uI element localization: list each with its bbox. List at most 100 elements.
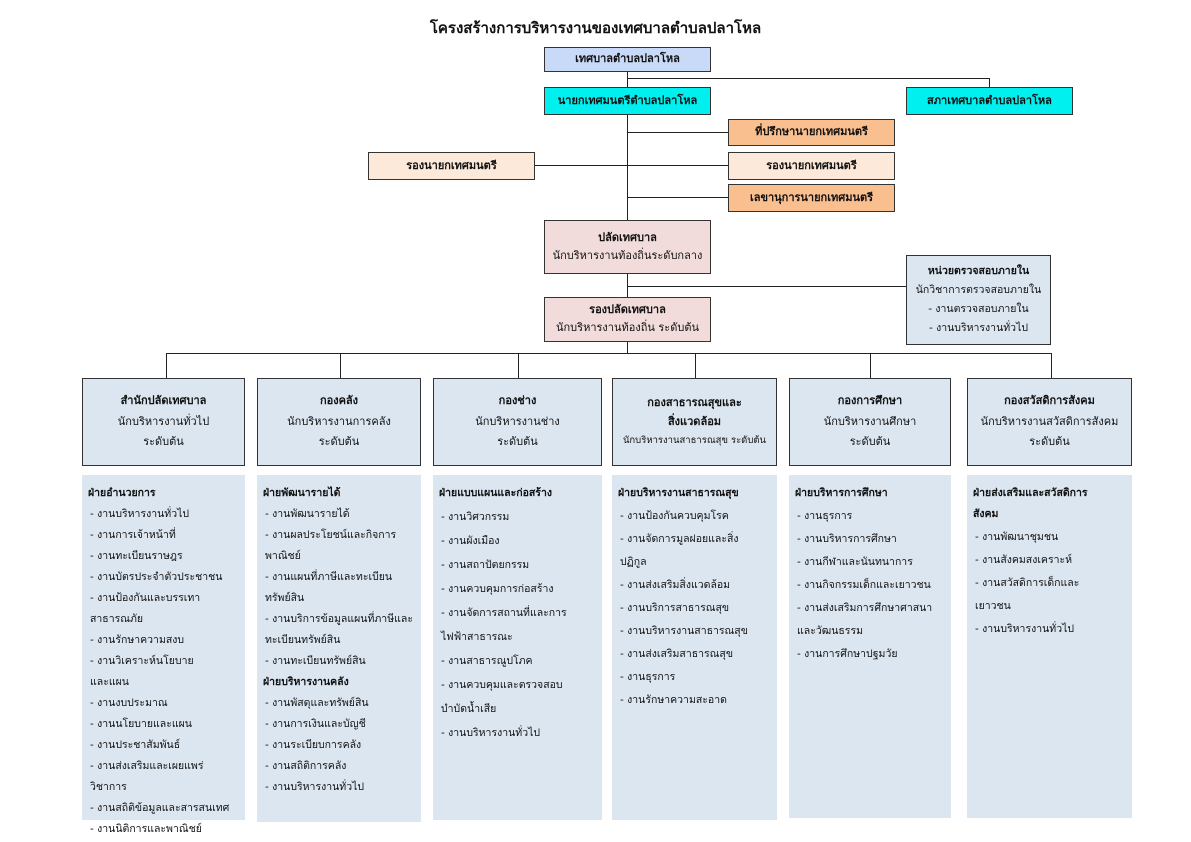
list-item: - งานกิจกรรมเด็กและเยาวชน: [797, 579, 931, 591]
connector-line: [989, 78, 990, 87]
list-item: - งานส่งเสริมสาธารณสุข: [620, 648, 733, 660]
list-item: บำบัดน้ำเสีย: [441, 703, 497, 715]
list-item: - งานรักษาความสงบ: [90, 634, 185, 646]
advisor-label: ที่ปรึกษานายกเทศมนตรี: [755, 125, 868, 139]
list-item: - งานบริหารงานทั่วไป: [441, 727, 541, 739]
section-heading-continued: สังคม: [973, 508, 999, 520]
list-item: - งานพัฒนารายได้: [265, 508, 350, 520]
division-name: กองช่าง: [498, 393, 537, 407]
secretary-box: เลขานุการนายกเทศมนตรี: [728, 184, 895, 212]
municipality-label: เทศบาลตำบลปลาโหล: [575, 52, 680, 66]
connector-line: [695, 353, 696, 378]
connector-line: [166, 353, 1052, 354]
section-heading: ฝ่ายบริหารงานคลัง: [263, 676, 349, 688]
division-position: นักบริหารงานศึกษา: [823, 414, 917, 428]
list-item: - งานการเงินและบัญชี: [265, 718, 366, 730]
division-level: ระดับต้น: [497, 435, 538, 449]
division-box-finance: กองคลัง นักบริหารงานการคลัง ระดับต้น: [257, 378, 421, 466]
connector-line: [518, 353, 519, 378]
audit-item: - งานตรวจสอบภายใน: [928, 302, 1029, 315]
advisor-box: ที่ปรึกษานายกเทศมนตรี: [728, 119, 895, 146]
division-level: ระดับต้น: [849, 435, 891, 449]
list-item: ทรัพย์สิน: [265, 592, 305, 604]
section-heading: ฝ่ายบริหารงานสาธารณสุข: [618, 487, 739, 499]
list-item: - งานควบคุมการก่อสร้าง: [441, 583, 554, 595]
list-item: - งานกีฬาและนันทนาการ: [797, 556, 913, 568]
connector-line: [166, 353, 167, 378]
division-name: กองการศึกษา: [837, 393, 903, 407]
deputy-mayor-right-box: รองนายกเทศมนตรี: [728, 152, 895, 180]
list-item: - งานส่งเสริมและเผยแพร่วิชาการ: [90, 760, 204, 793]
list-item: - งานประชาสัมพันธ์: [90, 739, 181, 751]
clerk-box: ปลัดเทศบาล นักบริหารงานท้องถิ่นระดับกลาง: [544, 220, 711, 274]
deputy-clerk-box: รองปลัดเทศบาล นักบริหารงานท้องถิ่น ระดับ…: [544, 297, 711, 342]
division-list-health: ฝ่ายบริหารงานสาธารณสุข - งานป้องกันควบคุ…: [612, 475, 777, 820]
list-item: - งานสวัสดิการเด็กและ: [975, 577, 1080, 589]
list-item: - งานบัตรประจำตัวประชาชน: [90, 571, 223, 583]
section-heading: ฝ่ายพัฒนารายได้: [263, 487, 341, 499]
division-position: นักบริหารงานการคลัง: [287, 414, 391, 428]
section-heading: ฝ่ายแบบแผนและก่อสร้าง: [439, 487, 552, 499]
list-item: - งานป้องกันควบคุมโรค: [620, 510, 729, 522]
connector-line: [535, 165, 728, 166]
deputy-clerk-subtitle: นักบริหารงานท้องถิ่น ระดับต้น: [556, 321, 699, 334]
list-item: ไฟฟ้าสาธารณะ: [441, 631, 513, 643]
list-item: - งานบริการข้อมูลแผนที่ภาษีและ: [265, 613, 413, 625]
division-name-line2: สิ่งแวดล้อม: [667, 414, 722, 428]
list-item: - งานวิเคราะห์นโยบาย: [90, 655, 194, 667]
list-item: - งานบริหารงานสาธารณสุข: [620, 625, 748, 637]
list-item: - งานนิติการและพาณิชย์: [90, 823, 202, 835]
list-item: - งานบริหารงานทั่วไป: [90, 508, 190, 520]
list-item: - งานแผนที่ภาษีและทะเบียน: [265, 571, 393, 583]
mayor-label: นายกเทศมนตรีตำบลปลาโหล: [557, 93, 698, 107]
division-position: นักบริหารงานช่าง: [475, 414, 560, 428]
list-item: - งานสถิติการคลัง: [265, 760, 347, 772]
division-position: นักบริหารงานสาธารณสุข ระดับต้น: [622, 435, 767, 447]
deputy-mayor-left-box: รองนายกเทศมนตรี: [368, 152, 535, 180]
list-item: - งานส่งเสริมสิ่งแวดล้อม: [620, 579, 731, 591]
division-name: สำนักปลัดเทศบาล: [120, 393, 207, 407]
list-item: - งานผังเมือง: [441, 535, 500, 547]
division-level: ระดับต้น: [318, 435, 360, 449]
connector-line: [627, 286, 906, 287]
list-item: - งานสถาปัตยกรรม: [441, 559, 530, 571]
list-item: - งานผลประโยชน์และกิจการ: [265, 529, 397, 541]
list-item: - งานสถิติข้อมูลและสารสนเทศ: [90, 802, 230, 814]
council-box: สภาเทศบาลตำบลปลาโหล: [906, 87, 1073, 115]
connector-line: [627, 115, 628, 220]
audit-subtitle: นักวิชาการตรวจสอบภายใน: [915, 283, 1042, 296]
list-item: - งานสาธารณูปโภค: [441, 655, 533, 667]
list-item: พาณิชย์: [265, 550, 301, 562]
municipality-box: เทศบาลตำบลปลาโหล: [544, 47, 711, 72]
connector-line: [627, 342, 628, 354]
list-item: - งานบริหารการศึกษา: [797, 533, 897, 545]
list-item: เยาวชน: [975, 600, 1011, 612]
list-item: ทะเบียนทรัพย์สิน: [265, 634, 341, 646]
list-item: - งานรักษาความสะอาด: [620, 694, 727, 706]
list-item: - งานสังคมสงเคราะห์: [975, 554, 1073, 566]
list-item: และวัฒนธรรม: [797, 625, 864, 637]
division-level: ระดับต้น: [143, 435, 184, 449]
connector-line: [870, 353, 871, 378]
connector-line: [627, 132, 728, 133]
section-heading: ฝ่ายอำนวยการ: [88, 487, 156, 499]
list-item: - งานป้องกันและบรรเทา: [90, 592, 201, 604]
list-item: - งานบริหารงานทั่วไป: [975, 623, 1075, 635]
list-item: - งานควบคุมและตรวจสอบ: [441, 679, 563, 691]
section-heading: ฝ่ายบริหารการศึกษา: [795, 487, 888, 499]
list-item: - งานงบประมาณ: [90, 697, 168, 709]
section-heading: ฝ่ายส่งเสริมและสวัสดิการ: [973, 487, 1088, 499]
division-name: กองสาธารณสุขและ: [647, 395, 742, 409]
division-name: กองสวัสดิการสังคม: [1004, 393, 1095, 407]
list-item: - งานวิศวกรรม: [441, 511, 510, 523]
connector-line: [627, 274, 628, 297]
internal-audit-box: หน่วยตรวจสอบภายใน นักวิชาการตรวจสอบภายใน…: [906, 255, 1051, 345]
division-list-education: ฝ่ายบริหารการศึกษา - งานธุรการ - งานบริห…: [789, 475, 951, 818]
division-box-education: กองการศึกษา นักบริหารงานศึกษา ระดับต้น: [789, 378, 951, 466]
chart-title: โครงสร้างการบริหารงานของเทศบาลตำบลปลาโหล: [429, 19, 762, 37]
connector-line: [340, 353, 341, 378]
secretary-label: เลขานุการนายกเทศมนตรี: [749, 190, 874, 204]
clerk-subtitle: นักบริหารงานท้องถิ่นระดับกลาง: [552, 248, 703, 262]
division-list-engineering: ฝ่ายแบบแผนและก่อสร้าง - งานวิศวกรรม - งา…: [433, 475, 602, 820]
division-position: นักบริหารงานสวัสดิการสังคม: [980, 414, 1119, 428]
